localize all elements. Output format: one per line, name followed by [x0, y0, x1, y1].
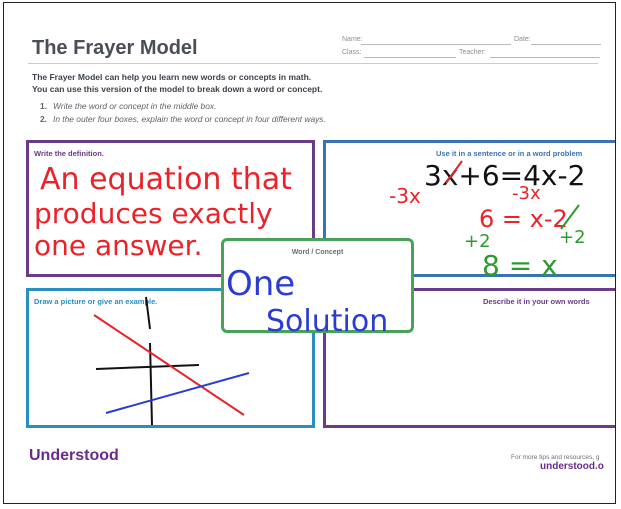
intro-text: The Frayer Model can help you learn new …	[32, 71, 322, 95]
definition-handwriting-line-3: one answer.	[34, 229, 202, 262]
name-line	[361, 44, 511, 45]
picture-box[interactable]: Draw a picture or give an example.	[26, 288, 315, 428]
sentence-label: Use it in a sentence or in a word proble…	[436, 149, 583, 158]
name-label: Name:	[342, 36, 363, 43]
red-line-drawing	[93, 314, 245, 416]
page-title: The Frayer Model	[32, 37, 198, 59]
worksheet-page: The Frayer Model Name: Date: Class: Teac…	[3, 2, 616, 504]
date-line	[531, 44, 601, 45]
teacher-line	[490, 57, 600, 58]
teacher-label: Teacher:	[459, 49, 486, 56]
strike-3x	[445, 160, 463, 184]
instructions-list: 1.Write the word or concept in the middl…	[40, 100, 326, 126]
class-label: Class:	[342, 49, 362, 56]
word-handwriting-line-1: One	[226, 264, 295, 304]
describe-label: Describe it in your own words	[483, 297, 590, 306]
horizontal-line-drawing	[95, 364, 200, 370]
date-label: Date:	[514, 36, 531, 43]
result-handwriting: 8 = x	[482, 249, 558, 282]
word-concept-box[interactable]: Word / Concept	[221, 238, 414, 333]
equation-handwriting: 3x+6=4x-2	[424, 159, 585, 192]
describe-box[interactable]: Describe it in your own words	[323, 288, 615, 428]
instruction-step: 2.In the outer four boxes, explain the w…	[40, 114, 326, 124]
step1-right: -3x	[512, 183, 541, 204]
definition-box[interactable]: Write the definition.	[26, 140, 315, 277]
word-handwriting-line-2: Solution	[266, 304, 388, 339]
instruction-step: 1.Write the word or concept in the middl…	[40, 101, 217, 111]
sentence-box[interactable]: Use it in a sentence or in a word proble…	[323, 140, 615, 277]
handwriting-layer: An equation that produces exactly one an…	[34, 159, 586, 426]
vertical-line-drawing-lower	[149, 342, 153, 426]
footer-link[interactable]: understood.o	[540, 461, 604, 472]
footer-tips-text: For more tips and resources, g	[511, 454, 600, 461]
strike-2	[560, 204, 580, 230]
step3-right: +2	[559, 227, 586, 248]
intro-line-1: The Frayer Model can help you learn new …	[32, 72, 312, 82]
vertical-line-drawing	[145, 296, 151, 330]
picture-label: Draw a picture or give an example.	[34, 297, 158, 306]
step3-left: +2	[464, 231, 491, 252]
understood-logo: Understood	[29, 447, 119, 464]
step2: 6 = x-2	[479, 205, 568, 233]
definition-label: Write the definition.	[34, 149, 104, 158]
intro-line-2: You can use this version of the model to…	[32, 84, 323, 94]
step1-left: -3x	[389, 184, 421, 208]
header-divider	[28, 63, 598, 64]
definition-handwriting-line-2: produces exactly	[34, 197, 273, 230]
definition-handwriting-line-1: An equation that	[40, 162, 292, 197]
word-concept-label: Word / Concept	[291, 249, 344, 256]
class-line	[364, 57, 456, 58]
blue-line-drawing	[105, 372, 250, 414]
